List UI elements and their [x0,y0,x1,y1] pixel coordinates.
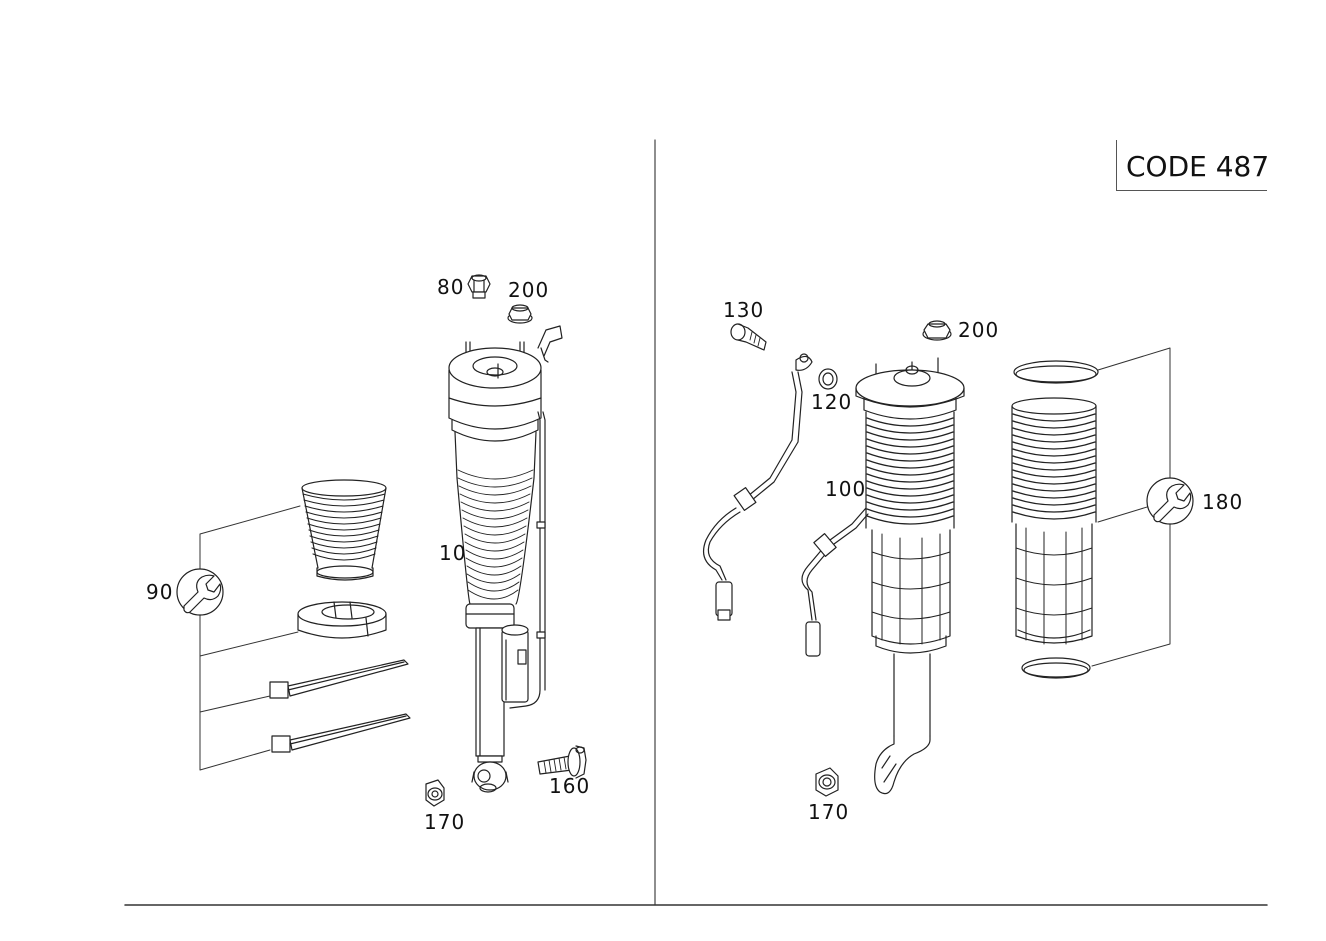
part-90-cable-tie-2 [272,714,410,752]
callout-130: 130 [723,298,765,322]
part-90-bellows-cover [302,480,386,580]
callout-10: 10 [439,541,467,565]
callout-170-right: 170 [808,800,850,824]
part-100-front-air-strut [802,358,964,794]
part-180-clamp-ring-top [1014,361,1098,383]
callout-120: 120 [811,390,853,414]
callout-200-right: 200 [958,318,1000,342]
callout-160: 160 [549,774,591,798]
part-130-hose-line [704,354,812,620]
part-170-nut-left [426,780,444,806]
callout-90: 90 [146,580,174,604]
part-200-flange-nut-left [508,305,532,323]
part-200-flange-nut-right [923,321,951,340]
part-130-screw [731,324,766,350]
part-120-washer [819,369,837,389]
code-box: CODE 487 [1116,140,1270,191]
callout-200-left: 200 [508,278,550,302]
wrench-icon [1147,478,1193,524]
callout-90-leaders [200,506,300,770]
part-90-cable-tie-1 [270,660,408,698]
part-90-split-ring [298,602,386,638]
wrench-icon [177,569,223,615]
callout-100: 100 [825,477,867,501]
callout-180: 180 [1202,490,1244,514]
callout-80: 80 [437,275,465,299]
part-10-air-strut [449,326,562,792]
part-170-nut-right [816,768,838,796]
part-180-clamp-ring-bottom [1022,658,1090,678]
part-180-bellows-sleeve [1012,398,1096,644]
part-160-bolt [538,746,586,778]
callout-170-left: 170 [424,810,466,834]
part-80-nut [468,275,490,298]
code-label: CODE 487 [1126,150,1270,183]
